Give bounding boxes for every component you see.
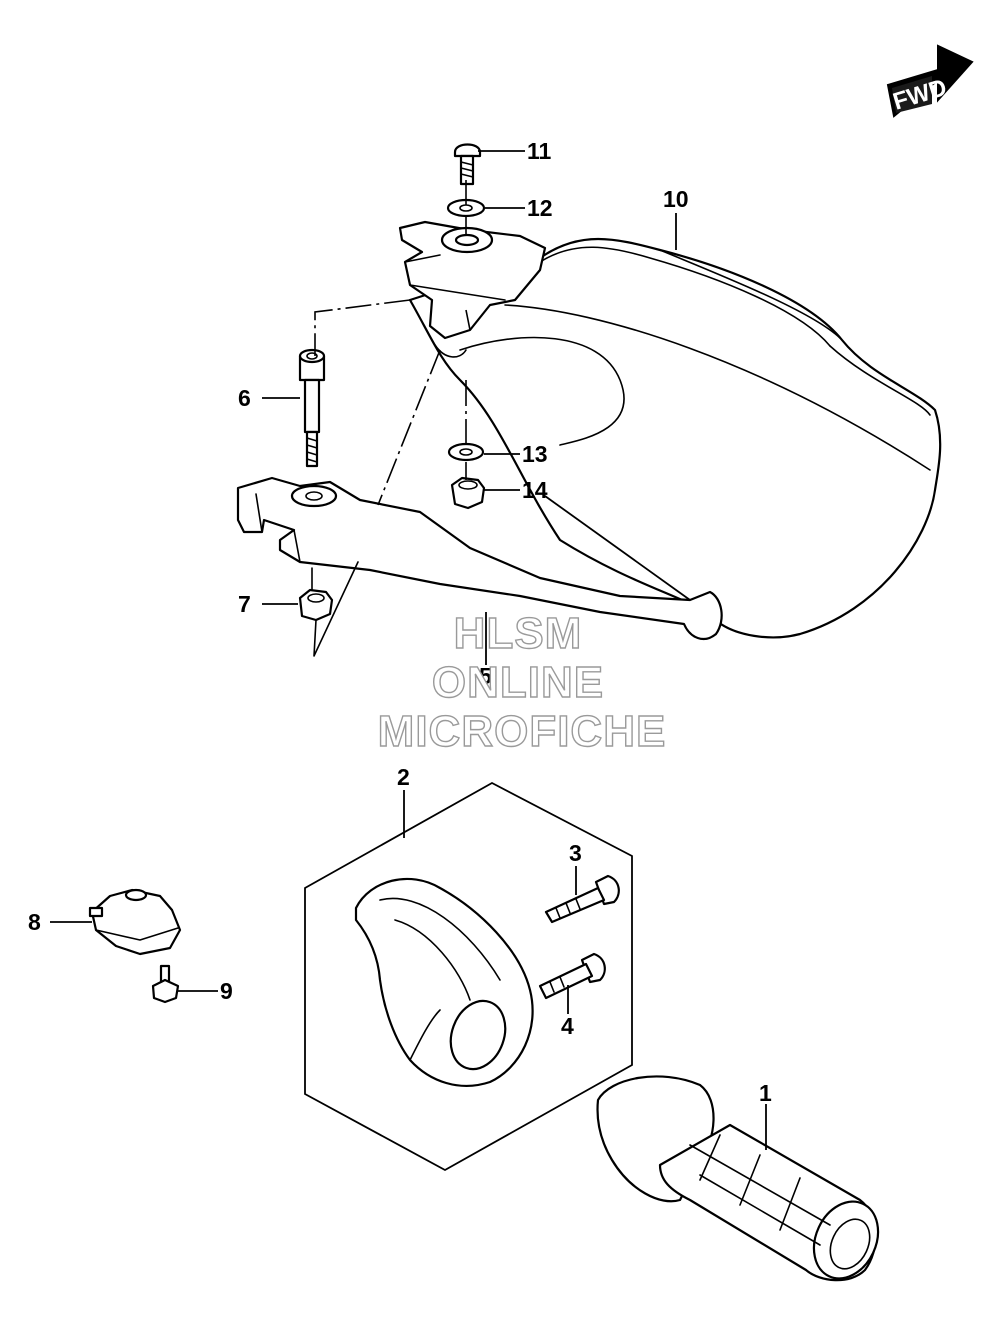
nut-7 [298,588,334,622]
callout-10: 10 [663,186,689,212]
callout-4: 4 [561,1013,574,1039]
hand-guard [408,237,942,639]
washer-13 [447,442,485,462]
screw-3 [544,874,620,924]
callout-14: 14 [522,477,548,503]
callout-9: 9 [220,978,233,1004]
watermark-line3: MICROFICHE [378,707,667,756]
callout-2: 2 [397,764,410,790]
callout-5: 5 [479,663,492,689]
callout-3: 3 [569,840,582,866]
screw-9 [151,964,180,1004]
fwd-badge: FWD [886,44,974,118]
callout-1: 1 [759,1080,772,1106]
leader-lines [50,150,767,1150]
callout-7: 7 [238,591,251,617]
nut-14 [450,476,486,510]
screw-4 [538,952,606,1000]
watermark-line1: HLSM [454,609,583,658]
grip-1 [596,1075,880,1282]
callout-8: 8 [28,909,41,935]
throttle-housing-2 [354,877,534,1087]
lever-5 [236,476,723,641]
callout-13: 13 [522,441,548,467]
callout-6: 6 [238,385,251,411]
callout-12: 12 [527,195,553,221]
watermark-line2: ONLINE [432,658,604,707]
switch-8 [88,888,182,956]
callout-11: 11 [527,138,552,164]
screw-11 [453,143,482,186]
fwd-label: FWD [890,74,950,116]
bolt-6 [298,348,326,468]
hexagon-group-2 [304,781,633,1172]
watermark: HLSM ONLINE MICROFICHE [377,608,667,756]
